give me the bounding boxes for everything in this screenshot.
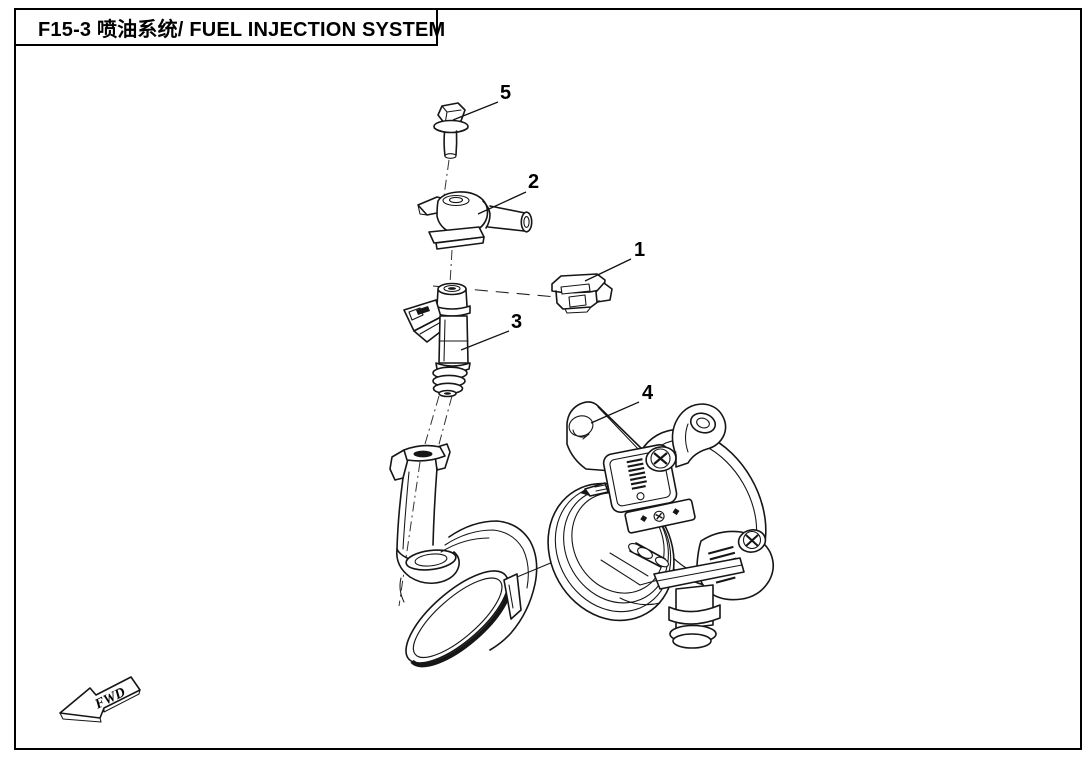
intake-manifold-boot bbox=[389, 443, 538, 668]
part-fuel-joint bbox=[417, 191, 533, 250]
part-fuel-injector bbox=[403, 282, 471, 398]
sensor-label-text bbox=[626, 458, 647, 490]
screw-icon bbox=[645, 446, 677, 472]
callout-3: 3 bbox=[460, 311, 522, 351]
part-flange-bolt bbox=[433, 102, 469, 159]
callout-2: 2 bbox=[477, 171, 539, 215]
callout-4: 4 bbox=[590, 382, 654, 424]
part-throttle-body bbox=[547, 401, 775, 649]
callout-3-number: 3 bbox=[511, 311, 522, 333]
part-injector-clip bbox=[551, 273, 613, 314]
callout-1: 1 bbox=[584, 239, 645, 282]
callouts: 1 2 3 4 5 bbox=[452, 82, 654, 424]
fwd-arrow: FWD bbox=[59, 676, 141, 723]
callout-5-number: 5 bbox=[500, 82, 511, 104]
title-box: F15-3 喷油系统/ FUEL INJECTION SYSTEM bbox=[14, 8, 445, 46]
callout-5: 5 bbox=[452, 82, 511, 121]
callout-2-number: 2 bbox=[528, 171, 539, 193]
page-border bbox=[14, 8, 1082, 750]
screw-icon-2 bbox=[737, 529, 767, 553]
callout-4-number: 4 bbox=[642, 382, 654, 404]
callout-1-number: 1 bbox=[634, 239, 645, 261]
throttle-band bbox=[624, 498, 696, 534]
page-title: F15-3 喷油系统/ FUEL INJECTION SYSTEM bbox=[38, 18, 446, 41]
